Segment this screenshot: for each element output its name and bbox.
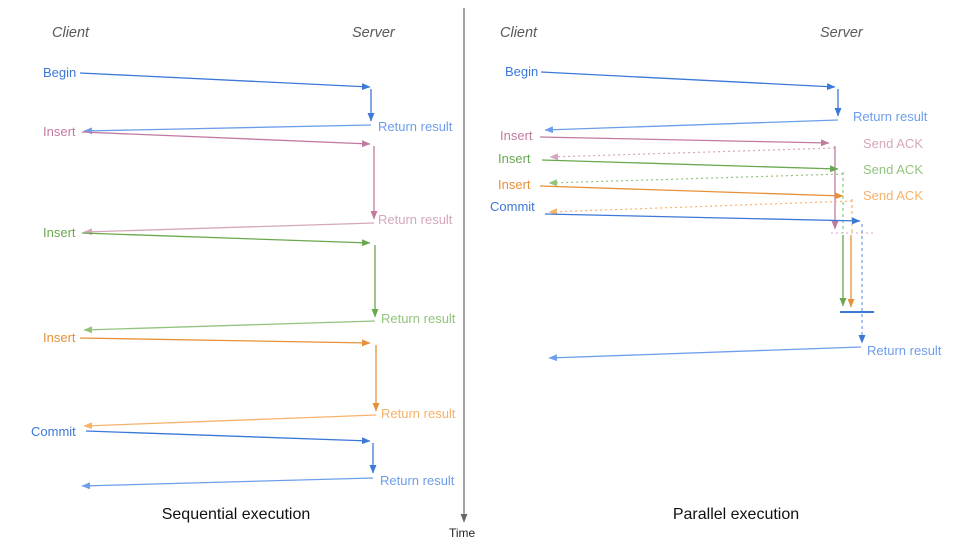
- right-begin-return-arrow: [544, 119, 839, 134]
- right-begin-return-label: Return result: [853, 109, 928, 124]
- right-panel-title: Parallel execution: [673, 506, 799, 523]
- time-axis: Time: [449, 8, 476, 540]
- right-insert1-ack-arrow: [549, 147, 836, 161]
- left-begin-request-arrow: [79, 72, 371, 91]
- left-commit-request-arrow: [85, 430, 371, 445]
- right-insert3-label: Insert: [498, 177, 531, 192]
- right-insert3-request-arrow: [539, 185, 844, 200]
- right-insert3-ack-label: Send ACK: [863, 188, 923, 203]
- right-insert2-request-arrow: [541, 159, 839, 173]
- left-server-header: Server: [352, 25, 396, 41]
- right-insert1-request-arrow: [539, 136, 830, 147]
- left-insert3-label: Insert: [43, 330, 76, 345]
- left-commit-label: Commit: [31, 424, 76, 439]
- right-panel: Client Server Begin Return result Insert…: [490, 25, 942, 523]
- left-insert3-return-label: Return result: [381, 406, 456, 421]
- left-insert3-request-arrow: [79, 337, 371, 347]
- left-insert2-return-arrow: [83, 320, 376, 334]
- left-insert1-request-arrow: [81, 131, 371, 148]
- left-panel: Client Server Begin Return result Insert…: [31, 25, 456, 523]
- right-begin-request-arrow: [540, 71, 836, 91]
- left-insert1-return-label: Return result: [378, 212, 453, 227]
- right-commit-return-arrow: [548, 346, 862, 362]
- left-insert1-return-arrow: [83, 222, 375, 236]
- right-server-header: Server: [820, 25, 864, 41]
- left-panel-title: Sequential execution: [162, 506, 311, 523]
- left-commit-return-arrow: [81, 477, 374, 490]
- left-insert1-label: Insert: [43, 124, 76, 139]
- right-insert3-ack-arrow: [548, 200, 853, 216]
- right-client-header: Client: [500, 25, 538, 41]
- right-insert2-label: Insert: [498, 151, 531, 166]
- left-commit-return-label: Return result: [380, 473, 455, 488]
- left-insert2-label: Insert: [43, 225, 76, 240]
- right-begin-label: Begin: [505, 64, 538, 79]
- right-insert2-ack-label: Send ACK: [863, 162, 923, 177]
- left-begin-return-label: Return result: [378, 119, 453, 134]
- right-insert2-ack-arrow: [548, 173, 844, 187]
- left-begin-label: Begin: [43, 65, 76, 80]
- right-insert1-label: Insert: [500, 128, 533, 143]
- right-commit-request-arrow: [544, 213, 861, 225]
- right-insert1-ack-label: Send ACK: [863, 136, 923, 151]
- left-insert3-return-arrow: [83, 414, 377, 430]
- left-insert2-return-label: Return result: [381, 311, 456, 326]
- left-client-header: Client: [52, 25, 90, 41]
- right-commit-return-label: Return result: [867, 343, 942, 358]
- right-commit-label: Commit: [490, 199, 535, 214]
- left-insert2-request-arrow: [81, 232, 371, 247]
- left-begin-return-arrow: [83, 124, 372, 135]
- time-axis-label: Time: [449, 526, 476, 540]
